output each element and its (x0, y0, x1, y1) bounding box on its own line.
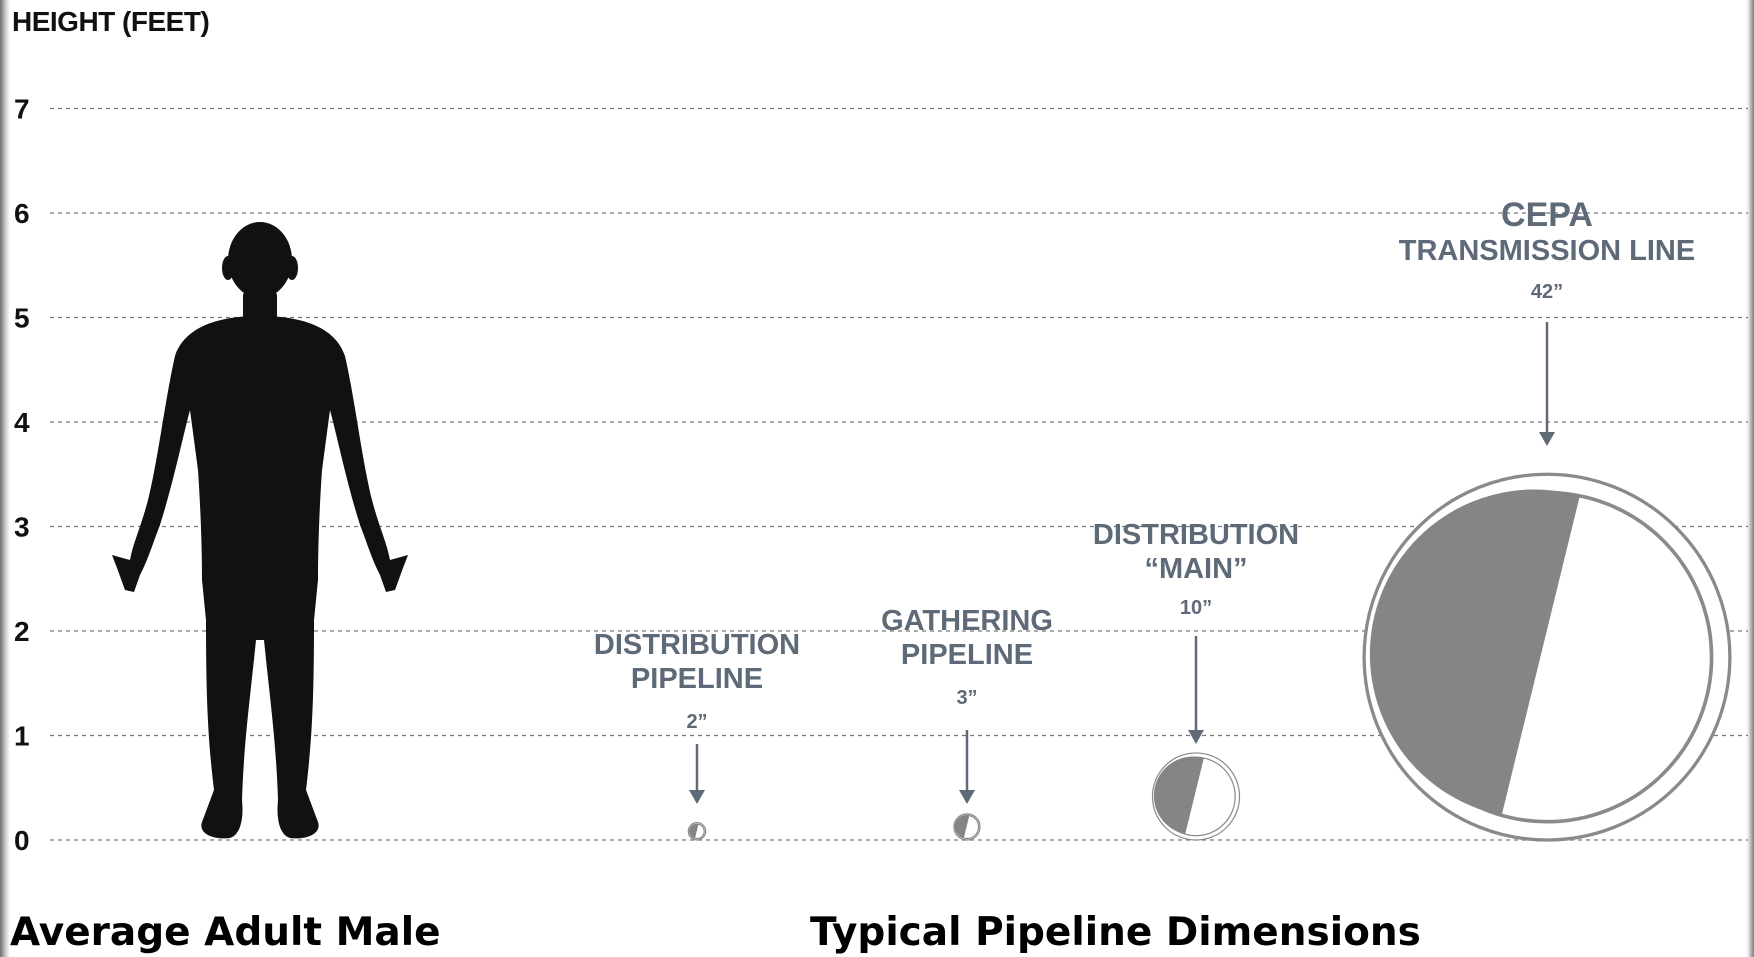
height-tick-label: 0 (14, 825, 30, 856)
distribution-main-size-label: 10” (1180, 597, 1212, 619)
distribution-main-pipe-icon (1151, 752, 1241, 841)
distribution-pipeline-size-label: 2” (686, 711, 707, 733)
height-tick-label: 6 (14, 198, 30, 229)
gathering-pipeline-label-line: GATHERING (881, 605, 1053, 637)
height-tick-label: 2 (14, 616, 30, 647)
height-tick-label: 3 (14, 512, 30, 543)
cepa-transmission-line-label-line: CEPA (1501, 196, 1593, 234)
pipe-labels: DISTRIBUTIONPIPELINE2”GATHERINGPIPELINE3… (594, 196, 1695, 804)
right-edge-shadow (1746, 0, 1754, 957)
distribution-main-label-line: “MAIN” (1144, 553, 1247, 585)
height-gridlines (50, 107, 1748, 841)
cepa-transmission-line-arrow-icon (1539, 322, 1555, 446)
gathering-pipeline-label-line: PIPELINE (901, 639, 1033, 671)
height-tick-label: 4 (14, 407, 30, 438)
y-axis-title: HEIGHT (FEET) (12, 6, 210, 37)
height-tick-label: 1 (14, 721, 30, 752)
distribution-main-arrow-icon (1188, 636, 1204, 744)
height-tick-label: 7 (14, 94, 30, 125)
height-tick-label: 5 (14, 303, 30, 334)
left-edge-shadow (0, 0, 10, 957)
cepa-transmission-line-label-line: TRANSMISSION LINE (1399, 235, 1695, 267)
cepa-transmission-line-pipe-icon (1362, 472, 1732, 842)
gathering-pipeline-size-label: 3” (956, 687, 977, 709)
cepa-transmission-line-size-label: 42” (1531, 281, 1563, 303)
distribution-main-label-line: DISTRIBUTION (1093, 519, 1299, 551)
distribution-pipeline-label-line: DISTRIBUTION (594, 629, 800, 661)
distribution-pipeline-label-line: PIPELINE (631, 663, 763, 695)
gathering-pipeline-arrow-icon (959, 730, 975, 804)
pipe-diagrams (687, 472, 1732, 842)
height-tick-labels: 0 1 2 3 4 5 6 7 (14, 94, 30, 857)
distribution-pipeline-arrow-icon (689, 744, 705, 804)
adult-male-silhouette-icon (112, 222, 408, 839)
gathering-pipeline-pipe-icon (953, 813, 981, 841)
figure-caption: Average Adult Male (10, 910, 441, 955)
distribution-pipeline-pipe-icon (687, 821, 707, 841)
pipes-caption: Typical Pipeline Dimensions (810, 910, 1421, 955)
